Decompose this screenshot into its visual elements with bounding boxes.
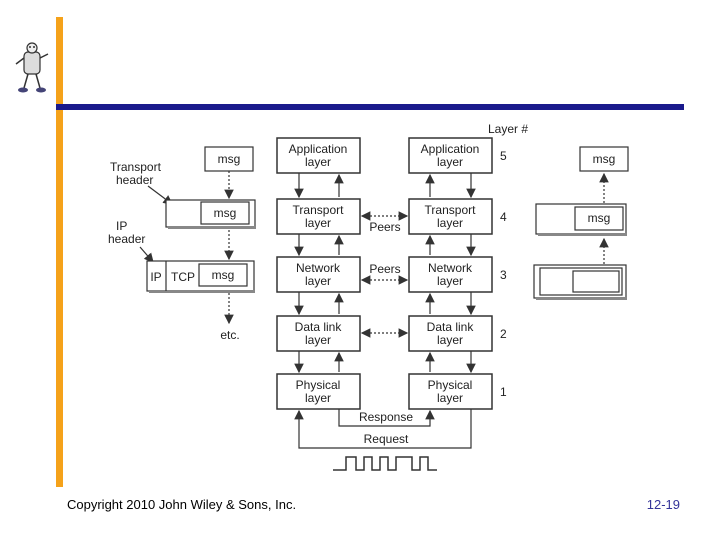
- msg-label: msg: [214, 206, 237, 220]
- msg-box: [579, 146, 629, 172]
- left-application-layer: Application layer: [276, 137, 361, 174]
- layer-label: layer: [437, 155, 463, 169]
- right-layer-stack: Application layer Transport layer Networ…: [408, 137, 493, 410]
- signal-waveform: [333, 456, 437, 471]
- peers-label: Peers: [369, 262, 400, 276]
- ip-header-label: header: [108, 232, 145, 246]
- layer-label: Data link: [427, 320, 475, 334]
- title-rule: [56, 104, 684, 110]
- layer-number: 4: [500, 210, 507, 224]
- transport-packet-shadow: [168, 226, 256, 229]
- left-downward-arrows: [294, 173, 344, 374]
- msg-label: msg: [593, 152, 616, 166]
- layer-label: Application: [289, 142, 348, 156]
- layer-label: layer: [305, 155, 331, 169]
- msg-label: msg: [588, 211, 611, 225]
- right-transport-layer: Transport layer: [408, 198, 493, 235]
- layer-label: Physical: [428, 378, 473, 392]
- layer-label: layer: [305, 274, 331, 288]
- layer-label: layer: [437, 333, 463, 347]
- layer-label: layer: [437, 391, 463, 405]
- request-label: Request: [364, 432, 409, 446]
- right-data-link-layer: Data link layer: [408, 315, 493, 352]
- accent-bar-vertical: [56, 17, 63, 487]
- copyright-text: Copyright 2010 John Wiley & Sons, Inc.: [67, 497, 297, 512]
- inner-packet-core: [572, 270, 620, 293]
- left-transport-layer: Transport layer: [276, 198, 361, 235]
- left-data-link-layer: Data link layer: [276, 315, 361, 352]
- etc-label: etc.: [220, 328, 239, 342]
- physical-links: [294, 409, 472, 449]
- msg-box: [574, 206, 624, 231]
- peer-dotted-arrows: [360, 211, 409, 338]
- ip-header-label: IP: [116, 219, 127, 233]
- msg-label: msg: [212, 268, 235, 282]
- right-arrows: [425, 173, 476, 374]
- layer-label: layer: [437, 216, 463, 230]
- layer-label: Physical: [296, 378, 341, 392]
- layer-label: Transport: [425, 203, 477, 217]
- response-label: Response: [359, 410, 413, 424]
- msg-box: [204, 146, 254, 172]
- ip-label: IP: [150, 270, 161, 284]
- right-application-layer: Application layer: [408, 137, 493, 174]
- layer-label: layer: [305, 333, 331, 347]
- transport-header-label: header: [116, 173, 153, 187]
- msg-label: msg: [218, 152, 241, 166]
- layer-label: layer: [437, 274, 463, 288]
- layer-label: Application: [421, 142, 480, 156]
- pointer-line: [139, 246, 154, 263]
- ip-packet-shadow: [149, 290, 255, 293]
- left-layer-stack: Application layer Transport layer Networ…: [276, 137, 361, 410]
- layer-label: Network: [296, 261, 341, 275]
- layer-label: layer: [305, 391, 331, 405]
- layer-label: Network: [428, 261, 473, 275]
- left-physical-layer: Physical layer: [276, 373, 361, 410]
- msg-box: [200, 201, 250, 225]
- cartoon-character-icon: [15, 42, 49, 93]
- peers-label: Peers: [369, 220, 400, 234]
- layer-number: 2: [500, 327, 507, 341]
- layer-number-heading: Layer #: [488, 122, 528, 136]
- layer-label: layer: [305, 216, 331, 230]
- right-network-layer: Network layer: [408, 256, 493, 293]
- right-physical-layer: Physical layer: [408, 373, 493, 410]
- tcp-label: TCP: [171, 270, 195, 284]
- layer-number: 1: [500, 385, 507, 399]
- layer-number: 5: [500, 149, 507, 163]
- transport-header-label: Transport: [110, 160, 162, 174]
- layer-label: Data link: [295, 320, 343, 334]
- layer-label: Transport: [293, 203, 345, 217]
- layer-number: 3: [500, 268, 507, 282]
- slide-number: 12-19: [646, 497, 680, 512]
- left-network-layer: Network layer: [276, 256, 361, 293]
- msg-box: [198, 263, 248, 287]
